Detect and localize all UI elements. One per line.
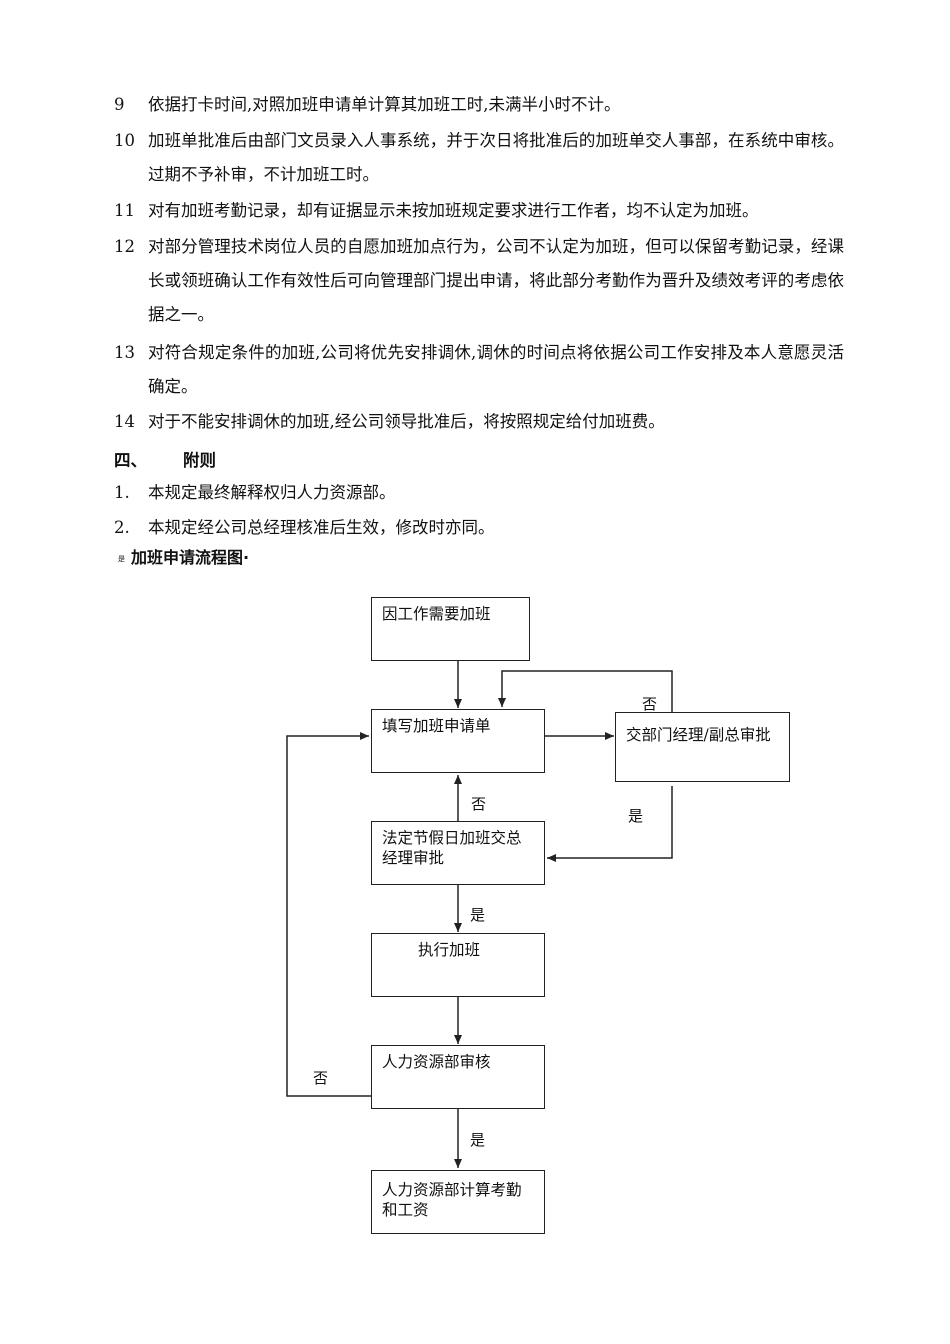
appendix-text: 本规定最终解释权归人力资源部。 (148, 483, 396, 502)
appendix-number: 2. (114, 518, 130, 537)
arrow-dept-no-loop (498, 670, 673, 712)
caption-title: 加班申请流程图· (131, 548, 250, 567)
appendix-text: 本规定经公司总经理核准后生效，修改时亦同。 (148, 518, 495, 537)
label-hr-yes: 是 (470, 1131, 486, 1149)
flow-start-box: 因工作需要加班 (371, 597, 530, 661)
flowchart-caption: 是加班申请流程图· (118, 544, 249, 568)
clause-number: 11 (114, 201, 135, 220)
label-gm-no: 否 (471, 795, 487, 813)
clause-text: 对符合规定条件的加班,公司将优先安排调休,调休的时间点将依据公司工作安排及本人意… (148, 343, 844, 396)
clause-12: 12 对部分管理技术岗位人员的自愿加班加点行为，公司不认定为加班，但可以保留考勤… (114, 230, 844, 332)
section-heading: 四、 附则 (114, 447, 216, 471)
flow-fill-form-box: 填写加班申请单 (371, 709, 545, 773)
clause-number: 9 (114, 95, 125, 114)
label-dept-no: 否 (642, 695, 658, 713)
flow-execute-text: 执行加班 (418, 941, 481, 959)
clause-text: 依据打卡时间,对照加班申请单计算其加班工时,未满半小时不计。 (148, 95, 621, 114)
clause-text: 对部分管理技术岗位人员的自愿加班加点行为，公司不认定为加班，但可以保留考勤记录，… (148, 237, 844, 324)
label-dept-yes: 是 (628, 807, 644, 825)
clause-9: 9 依据打卡时间,对照加班申请单计算其加班工时,未满半小时不计。 (114, 88, 844, 122)
flow-hr-review-box: 人力资源部审核 (371, 1045, 545, 1109)
clause-text: 对有加班考勤记录，却有证据显示未按加班规定要求进行工作者，均不认定为加班。 (148, 201, 759, 220)
flow-dept-approval-box: 交部门经理/副总审批 (615, 712, 790, 782)
flow-holiday-gm-box: 法定节假日加班交总经理审批 (371, 821, 545, 885)
flow-hr-calc-box: 人力资源部计算考勤和工资 (371, 1170, 545, 1234)
caption-mark: 是 (118, 554, 125, 563)
clause-10: 10 加班单批准后由部门文员录入人事系统，并于次日将批准后的加班单交人事部，在系… (114, 124, 844, 192)
flow-execute-box: 执行加班 (371, 933, 545, 997)
clause-11: 11 对有加班考勤记录，却有证据显示未按加班规定要求进行工作者，均不认定为加班。 (114, 194, 844, 228)
flow-holiday-gm-text: 法定节假日加班交总经理审批 (382, 829, 522, 867)
clause-number: 12 (114, 237, 135, 256)
arrow-hr-no-loop (286, 732, 371, 1097)
section-title: 附则 (183, 451, 216, 470)
clause-14: 14 对于不能安排调休的加班,经公司领导批准后，将按照规定给付加班费。 (114, 405, 844, 439)
arrow-dept-yes-to-gm (547, 786, 673, 862)
flow-hr-review-text: 人力资源部审核 (382, 1053, 491, 1071)
clause-text: 加班单批准后由部门文员录入人事系统，并于次日将批准后的加班单交人事部，在系统中审… (148, 131, 844, 184)
clause-text: 对于不能安排调休的加班,经公司领导批准后，将按照规定给付加班费。 (148, 412, 665, 431)
clause-number: 14 (114, 412, 135, 431)
clause-number: 10 (114, 131, 135, 150)
flow-dept-approval-text: 交部门经理/副总审批 (626, 726, 771, 744)
appendix-number: 1. (114, 483, 130, 502)
appendix-item-1: 1. 本规定最终解释权归人力资源部。 (114, 476, 844, 510)
clause-13: 13 对符合规定条件的加班,公司将优先安排调休,调休的时间点将依据公司工作安排及… (114, 336, 844, 404)
label-gm-yes: 是 (470, 906, 486, 924)
flow-start-text: 因工作需要加班 (382, 605, 491, 623)
label-hr-no: 否 (313, 1069, 329, 1087)
appendix-item-2: 2. 本规定经公司总经理核准后生效，修改时亦同。 (114, 511, 844, 545)
clause-number: 13 (114, 343, 135, 362)
flow-hr-calc-text: 人力资源部计算考勤和工资 (382, 1181, 522, 1219)
flow-fill-form-text: 填写加班申请单 (382, 717, 491, 735)
section-number: 四、 (114, 451, 147, 470)
